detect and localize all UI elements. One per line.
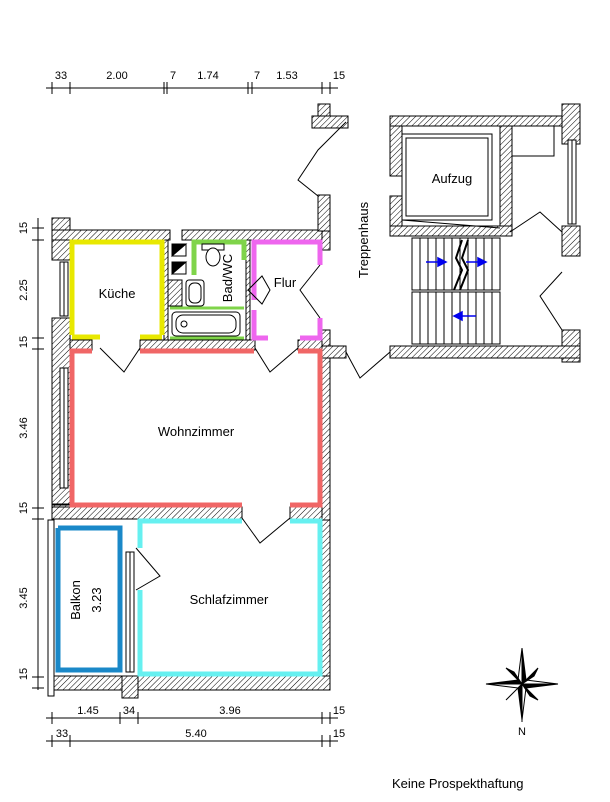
dim-left-6: 3.45 [18, 587, 30, 608]
dim-left-4: 3.46 [18, 417, 30, 438]
dim-bottom-6: 5.40 [185, 728, 206, 740]
living-outline [69, 348, 242, 508]
compass-rose-icon [485, 647, 559, 722]
room-outlines [55, 239, 323, 677]
dim-left-5: 15 [18, 502, 30, 514]
dim-bottom-3: 3.96 [219, 705, 240, 717]
dim-top-3: 7 [170, 70, 176, 82]
dim-bottom-5: 33 [56, 728, 68, 740]
dim-top-2: 2.00 [106, 70, 127, 82]
dim-bottom-1: 1.45 [77, 705, 98, 717]
dim-top-1: 33 [55, 70, 67, 82]
bedroom-outline [137, 518, 242, 548]
hall-outline [251, 239, 323, 300]
dim-left-7: 15 [18, 668, 30, 680]
bottom-dimension-chain-1 [46, 712, 338, 724]
stairwell-walls [311, 103, 581, 363]
room-label-bedroom: Schlafzimmer [190, 592, 269, 607]
left-dimension-chain [32, 218, 44, 690]
dim-left-2: 2.25 [18, 279, 30, 300]
dim-bottom-2: 34 [123, 705, 135, 717]
room-label-balcony: Balkon [68, 580, 83, 620]
dim-top-5: 7 [254, 70, 260, 82]
fixtures [171, 125, 555, 337]
room-label-kitchen: Küche [99, 286, 136, 301]
room-label-hall: Flur [274, 275, 297, 290]
dim-top-4: 1.74 [197, 70, 218, 82]
compass-north-label: N [518, 726, 526, 738]
room-label-bath: Bad/WC [220, 254, 235, 302]
room-label-elevator: Aufzug [432, 171, 472, 186]
bath-outline [191, 239, 247, 275]
shaft [171, 243, 188, 276]
windows [47, 139, 577, 697]
dim-left-1: 15 [18, 222, 30, 234]
doors [99, 121, 563, 591]
room-label-stairwell: Treppenhaus [356, 201, 371, 278]
balcony-depth: 3.23 [89, 587, 104, 612]
room-label-living: Wohnzimmer [158, 424, 235, 439]
dim-top-7: 15 [333, 70, 345, 82]
kitchen-outline [69, 239, 165, 335]
top-dimension-chain [46, 82, 338, 94]
bottom-dimension-chain-2 [46, 735, 338, 747]
dim-bottom-7: 15 [333, 728, 345, 740]
disclaimer: Keine Prospekthaftung [392, 776, 524, 791]
balcony-outline [55, 525, 123, 673]
dim-left-3: 15 [18, 336, 30, 348]
dim-top-6: 1.53 [276, 70, 297, 82]
dim-bottom-4: 15 [333, 705, 345, 717]
staircase [411, 237, 501, 345]
stair-arrows [426, 256, 488, 322]
